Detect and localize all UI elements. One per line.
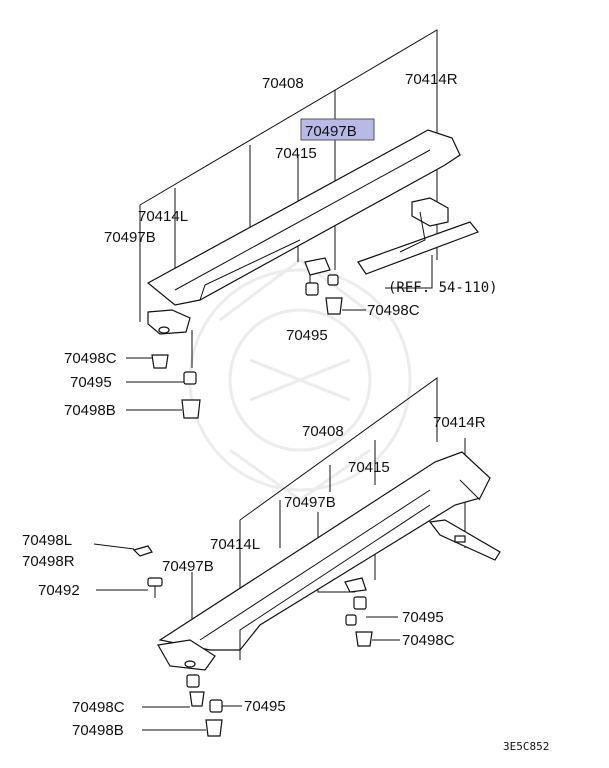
lower-assembly: 70408 70414R 70415 70497B 70414L 70497B … [22,377,501,739]
grommet-70498B-upper [181,399,201,419]
label-70492: 70492 [38,582,80,599]
label-70497B-highlighted: 70497B [305,123,357,140]
label-70408-lower: 70408 [302,423,344,440]
label-70497B-lower-mid: 70497B [284,494,336,511]
highlighted-part-box [300,118,375,141]
label-70498R: 70498R [22,553,75,570]
label-70495-upper-l: 70495 [70,374,112,391]
label-70408-upper: 70408 [262,75,304,92]
label-70414L-lower: 70414L [210,536,260,553]
label-70498L: 70498L [22,532,72,549]
label-70498B-lower-b: 70498B [72,722,124,739]
label-70415-upper: 70415 [275,145,317,162]
grommet-70498C-lower-r [355,631,373,647]
label-ref: (REF. 54-110) [388,280,498,296]
grommet-70498C-lower-b [189,691,205,707]
label-70495-upper-c: 70495 [286,327,328,344]
label-70497B-upper: 70497B [104,229,156,246]
label-70498C-lower-b: 70498C [72,699,125,716]
clip-70495-upper [305,282,319,296]
label-70498B-upper: 70498B [64,402,116,419]
upper-assembly: 70408 70414R 70497B 70415 70414L 70497B … [64,29,498,419]
label-70495-lower-r: 70495 [402,609,444,626]
label-70497B-lower-l: 70497B [162,558,214,575]
clip-70495-upper-l [183,371,197,385]
grommet-70498C-upper-l [151,354,169,369]
bolt-70492 [147,577,163,587]
label-70498C-lower-r: 70498C [402,632,455,649]
label-70498C-upper-r: 70498C [367,302,420,319]
label-70495-lower-b: 70495 [244,698,286,715]
diagram-code: 3E5C852 [503,740,549,753]
label-70415-lower: 70415 [348,459,390,476]
label-70414L-upper: 70414L [138,208,188,225]
label-70414R-upper: 70414R [405,71,458,88]
grommet-70498B-lower [205,719,223,737]
label-70414R-lower: 70414R [433,414,486,431]
grommet-70498C-upper-r [325,297,343,315]
clip-70495-lower-b [209,699,223,713]
label-70498C-upper-l: 70498C [64,350,117,367]
clip-70495-lower-r [353,596,367,610]
